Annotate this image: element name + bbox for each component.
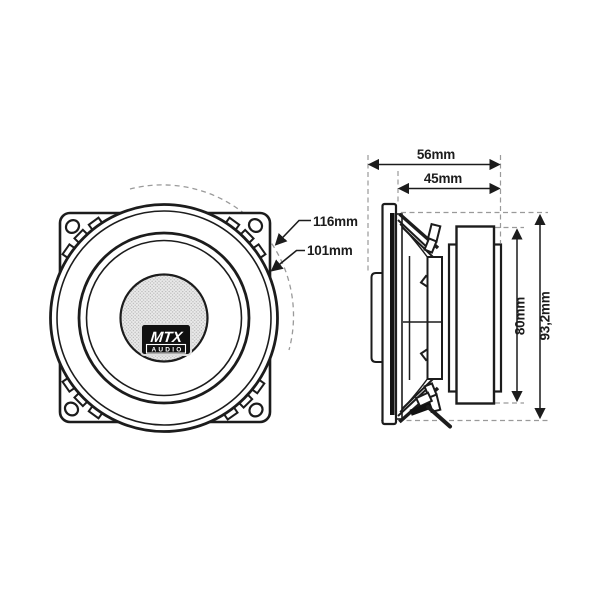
corner-screw-holes — [63, 218, 264, 418]
dim-label-80: 80mm — [513, 297, 528, 335]
mtx-logo-badge: MTX AUDIO — [140, 323, 192, 356]
terminal-and-wire — [409, 391, 452, 429]
logo-brand-text: MTX — [150, 329, 184, 346]
dust-cap-bump — [370, 272, 384, 363]
front-view: MTX AUDIO 116mm 101mm — [49, 184, 358, 433]
speaker-wire — [426, 405, 452, 429]
side-dimensions: 56mm 45mm 80mm 93,2mm — [367, 147, 553, 420]
callout-116-label: 116mm — [313, 214, 358, 229]
dim-label-56: 56mm — [417, 147, 455, 162]
callout-101-label: 101mm — [307, 243, 353, 258]
side-view: 56mm 45mm 80mm 93,2mm — [367, 147, 553, 429]
surround-inner-circle — [85, 239, 243, 397]
callout-116-leader — [274, 219, 311, 246]
front-callouts: 116mm 101mm — [270, 214, 358, 272]
dashed-guides — [367, 155, 548, 422]
basket-neck — [426, 256, 443, 380]
side-profile-body — [370, 202, 503, 429]
dim-label-93: 93,2mm — [538, 291, 553, 340]
dim-label-45: 45mm — [424, 171, 462, 186]
gasket-strip — [390, 213, 395, 415]
surround-outer-circle — [77, 231, 251, 405]
callout-101-leader — [270, 249, 305, 272]
logo-sub-text: AUDIO — [152, 347, 184, 354]
rim-inner-line — [56, 210, 272, 426]
magnet-block — [455, 225, 496, 405]
